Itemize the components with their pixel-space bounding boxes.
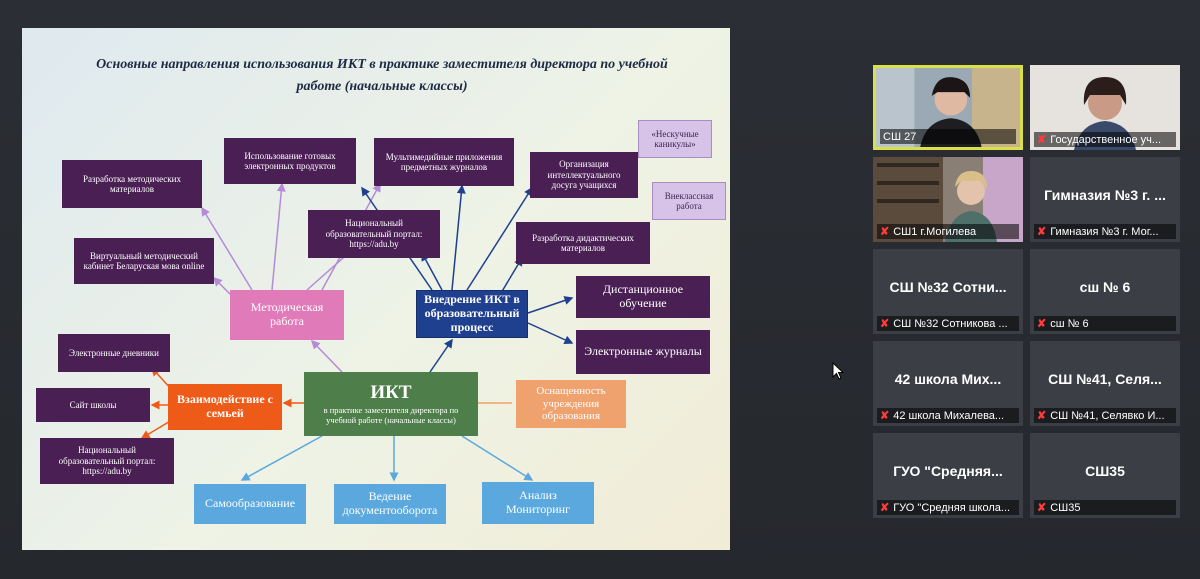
node-multimedia: Мультимедийные приложения предметных жур… — [374, 138, 514, 186]
participant-label: ✘СШ №32 Сотникова ... — [877, 316, 1019, 331]
participant-display-name: СШ35 — [1085, 463, 1125, 479]
mic-muted-icon: ✘ — [880, 318, 890, 330]
participant-tile-sh1[interactable]: ✘СШ1 г.Могилева — [873, 157, 1023, 242]
node-ejournals: Электронные журналы — [576, 330, 710, 374]
participant-name: СШ №41, Селявко И... — [1050, 409, 1165, 422]
node-analysis: Анализ Мониторинг — [482, 482, 594, 524]
participant-display-name: 42 школа Мих... — [894, 371, 1002, 387]
participant-label: ✘Государственное уч... — [1034, 132, 1176, 147]
participant-name: 42 школа Михалева... — [893, 409, 1005, 422]
node-distance: Дистанционное обучение — [576, 276, 710, 318]
slide-title: Основные направления использования ИКТ в… — [96, 57, 668, 94]
mic-muted-icon: ✘ — [1037, 502, 1047, 514]
participant-name: ГУО "Средняя школа... — [893, 501, 1011, 514]
participant-label: ✘СШ №41, Селявко И... — [1034, 408, 1176, 423]
participant-tile-sh6[interactable]: сш № 6 ✘сш № 6 — [1030, 249, 1180, 334]
participant-label: ✘ГУО "Средняя школа... — [877, 500, 1019, 515]
participant-label: ✘сш № 6 — [1034, 316, 1176, 331]
shared-presentation-slide: Основные направления использования ИКТ в… — [22, 28, 730, 550]
participant-tile-sh32[interactable]: СШ №32 Сотни... ✘СШ №32 Сотникова ... — [873, 249, 1023, 334]
participant-tile-guo[interactable]: ГУО "Средняя... ✘ГУО "Средняя школа... — [873, 433, 1023, 518]
participant-tile-gimn3[interactable]: Гимназия №3 г. ... ✘Гимназия №3 г. Мог..… — [1030, 157, 1180, 242]
participant-label: СШ 27 — [880, 129, 1016, 144]
participant-label: ✘42 школа Михалева... — [877, 408, 1019, 423]
node-school-site: Сайт школы — [36, 388, 150, 422]
participant-display-name: сш № 6 — [1079, 279, 1131, 295]
node-family: Взаимодействие с семьей — [168, 384, 282, 430]
node-documents: Ведение документооборота — [334, 484, 446, 524]
participant-label: ✘Гимназия №3 г. Мог... — [1034, 224, 1176, 239]
mic-muted-icon: ✘ — [880, 226, 890, 238]
participant-tile-sh35[interactable]: СШ35 ✘СШ35 — [1030, 433, 1180, 518]
mic-muted-icon: ✘ — [1037, 410, 1047, 422]
participant-label: ✘СШ1 г.Могилева — [877, 224, 1019, 239]
mic-muted-icon: ✘ — [880, 502, 890, 514]
node-didactic: Разработка дидактических материалов — [516, 222, 650, 264]
node-metod-materials: Разработка методических материалов — [62, 160, 202, 208]
node-virtual-cabinet: Виртуальный методический кабинет Беларус… — [74, 238, 214, 284]
mic-muted-icon: ✘ — [1037, 134, 1047, 146]
participant-display-name: СШ №32 Сотни... — [889, 279, 1007, 295]
participant-display-name: СШ №41, Селя... — [1048, 371, 1162, 387]
participant-tile-sh27[interactable]: СШ 27 — [873, 65, 1023, 150]
node-leisure: Организация интеллектуального досуга уча… — [530, 152, 638, 198]
participant-tile-gos-uch[interactable]: ✘Государственное уч... — [1030, 65, 1180, 150]
node-implementation: Внедрение ИКТ в образовательный процесс — [416, 290, 528, 338]
node-self-education: Самообразование — [194, 484, 306, 524]
node-ready-products: Использование готовых электронных продук… — [224, 138, 356, 184]
participant-label: ✘СШ35 — [1034, 500, 1176, 515]
node-portal-bottom: Национальный образовательный портал: htt… — [40, 438, 174, 484]
node-ediaries: Электронные дневники — [58, 334, 170, 372]
node-holidays: «Нескучные каникулы» — [638, 120, 712, 158]
participant-tile-42[interactable]: 42 школа Мих... ✘42 школа Михалева... — [873, 341, 1023, 426]
mic-muted-icon: ✘ — [1037, 226, 1047, 238]
participant-name: Государственное уч... — [1050, 133, 1162, 146]
mic-muted-icon: ✘ — [880, 410, 890, 422]
participant-display-name: ГУО "Средняя... — [893, 463, 1003, 479]
node-portal-top: Национальный образовательный портал: htt… — [308, 210, 440, 258]
ikt-center-title: ИКТ — [370, 382, 412, 404]
participant-name: СШ1 г.Могилева — [893, 225, 977, 238]
participant-display-name: Гимназия №3 г. ... — [1044, 187, 1166, 203]
participant-name: сш № 6 — [1050, 317, 1089, 330]
node-extracurricular: Внеклассная работа — [652, 182, 726, 220]
node-metod-work: Методическая работа — [230, 290, 344, 340]
participant-name: СШ №32 Сотникова ... — [893, 317, 1008, 330]
mouse-cursor-icon — [832, 362, 844, 380]
node-ikt-center: ИКТ в практике заместителя директора по … — [304, 372, 478, 436]
participant-name: Гимназия №3 г. Мог... — [1050, 225, 1159, 238]
participant-tile-sh41[interactable]: СШ №41, Селя... ✘СШ №41, Селявко И... — [1030, 341, 1180, 426]
participant-name: СШ35 — [1050, 501, 1081, 514]
mic-muted-icon: ✘ — [1037, 318, 1047, 330]
node-equipment: Оснащенность учреждения образования — [516, 380, 626, 428]
participant-name: СШ 27 — [883, 130, 917, 143]
ikt-center-subtitle: в практике заместителя директора по учеб… — [323, 405, 459, 425]
